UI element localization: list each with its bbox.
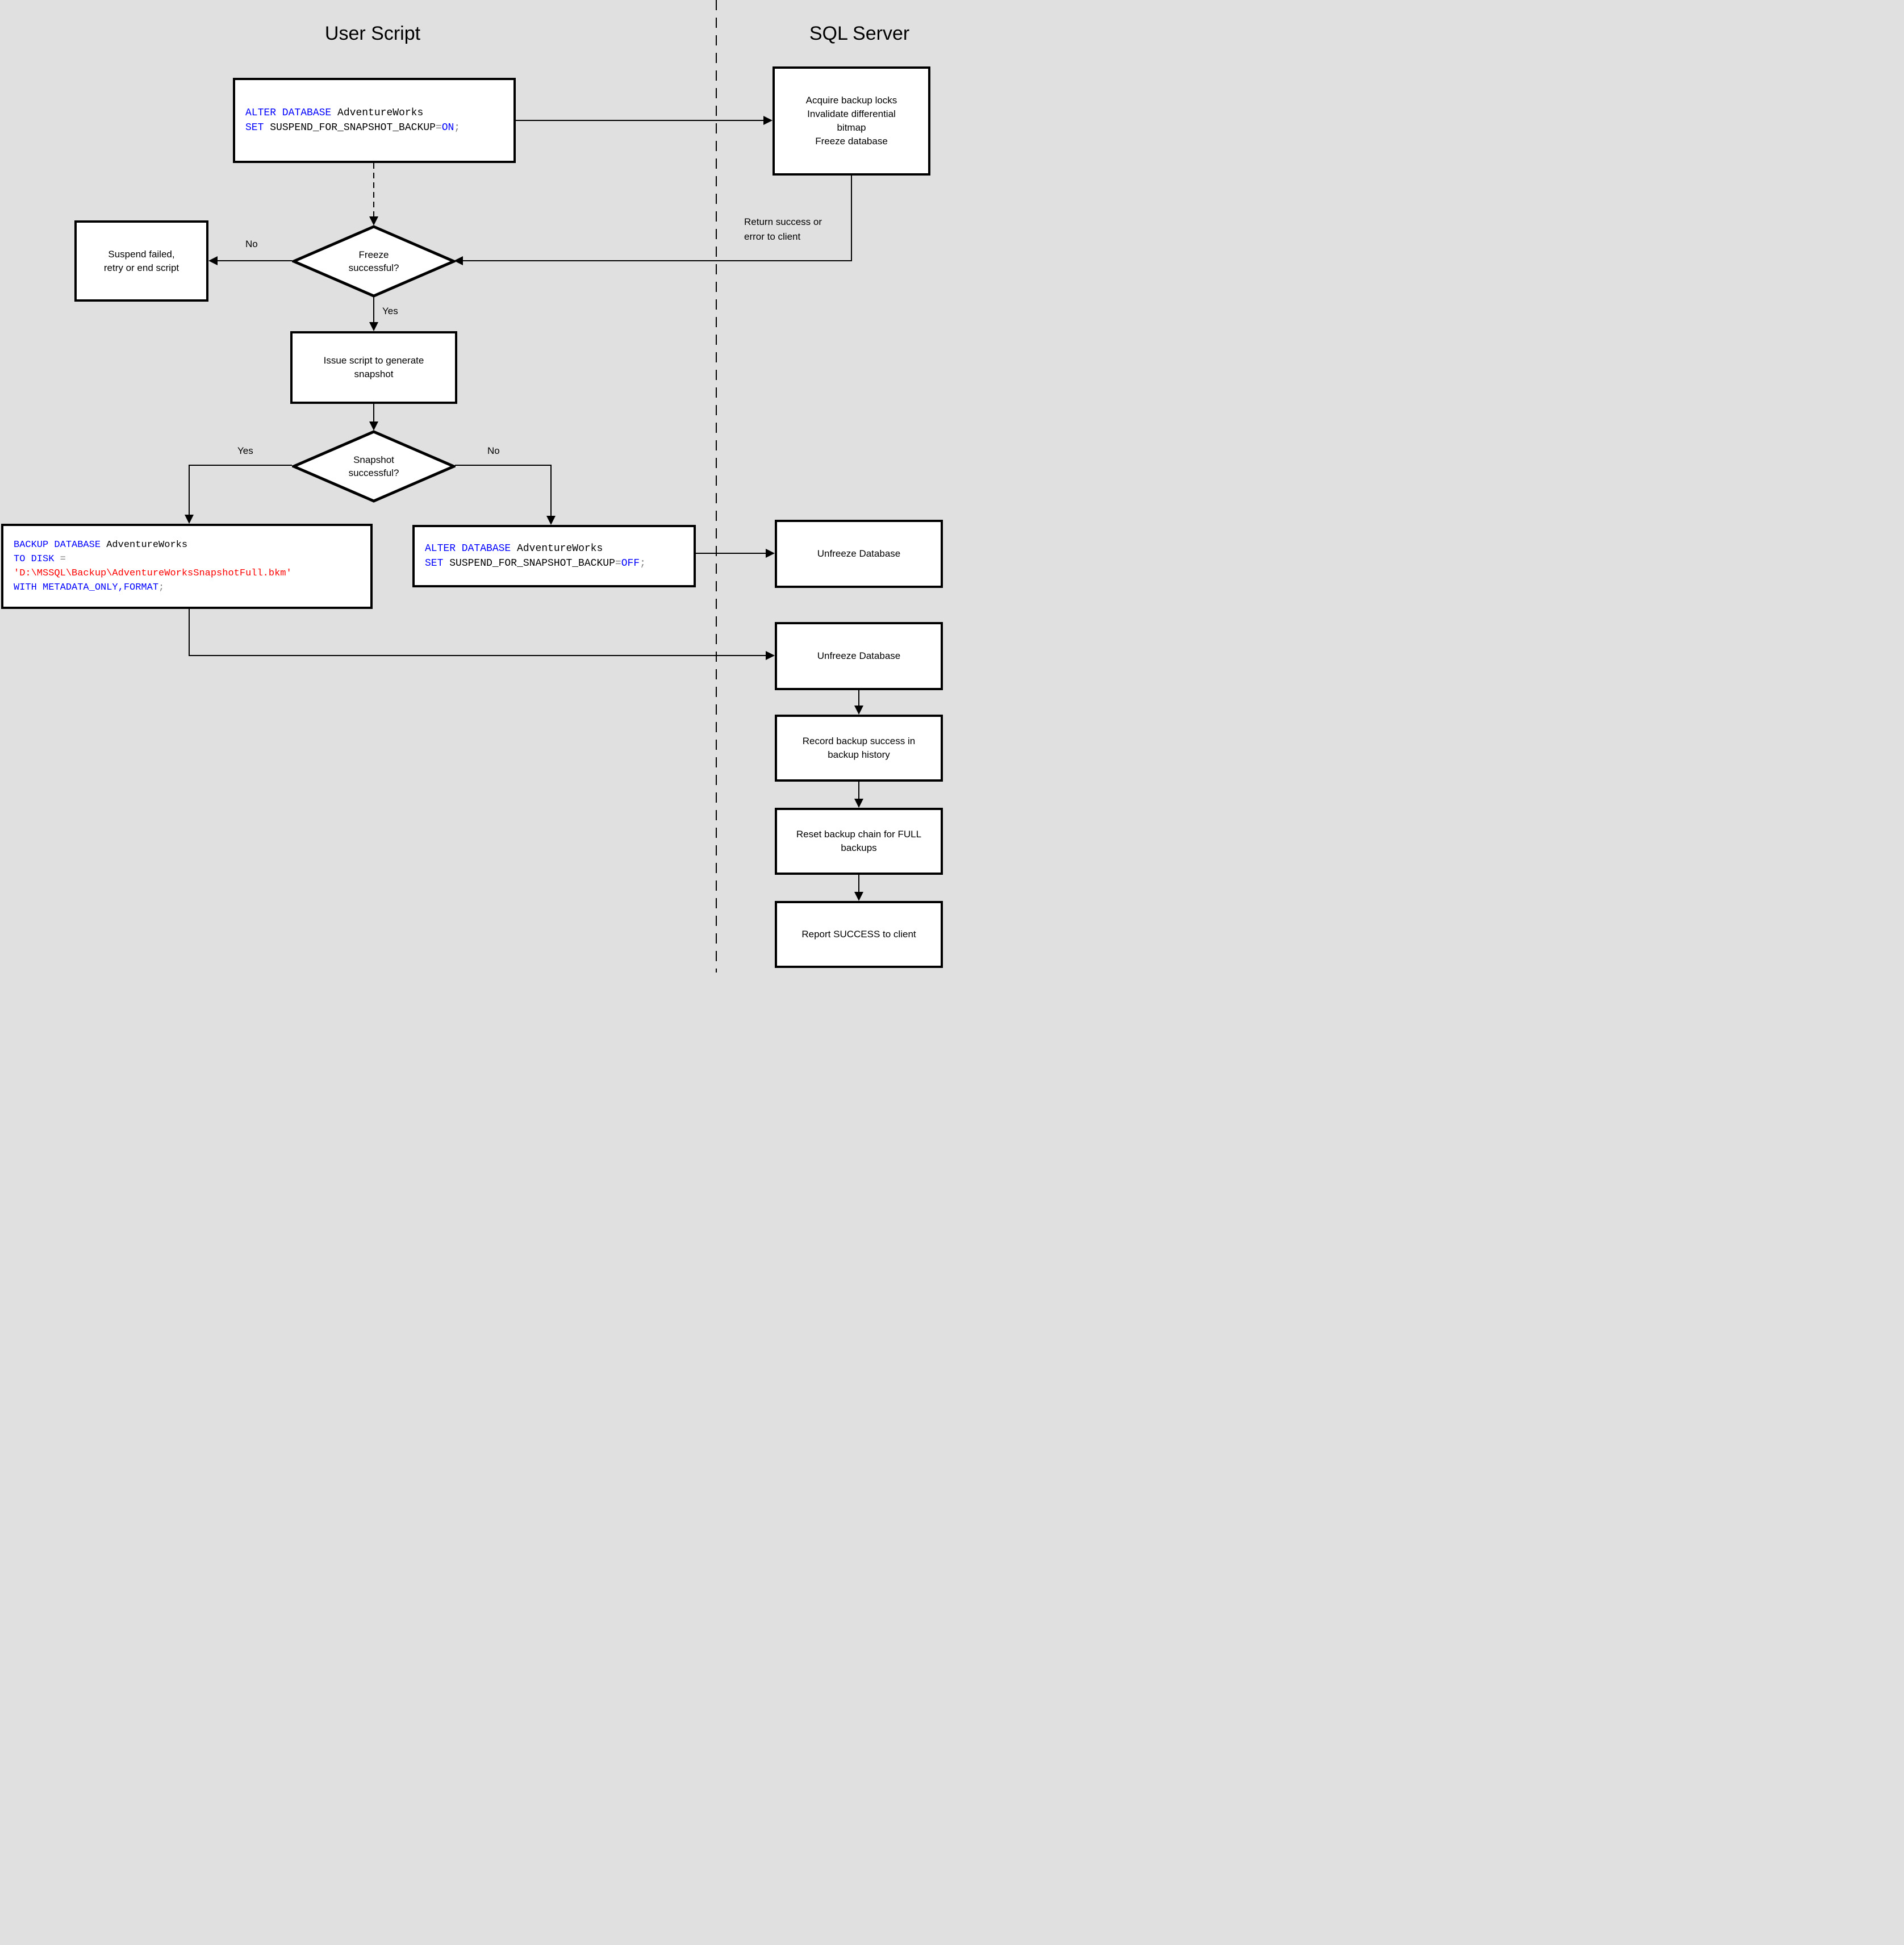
arrowhead-into-unfreeze2 [766,651,775,660]
connector-record-to-reset [858,782,859,799]
code-token-id [331,107,337,119]
code-token-kw: WITH METADATA_ONLY,FORMAT [14,582,159,593]
code-token-kw: ON [441,122,454,133]
edge-label-return-status: Return success or error to client [744,216,822,242]
code-token-op: = [615,558,621,569]
arrowhead-into-suspend-failed [208,256,218,265]
code-token-kw: SET [425,558,444,569]
code-line: WITH METADATA_ONLY,FORMAT; [14,581,370,595]
arrowhead-into-freeze-right [454,256,463,265]
arrowhead-into-freeze-top [369,216,378,226]
connector-acquire-down [851,176,852,261]
process-box-report-success: Report SUCCESS to client [775,901,943,968]
code-token-kw: SET [245,122,264,133]
process-box-unfreeze-database-1: Unfreeze Database [775,520,943,588]
connector-alter-on-to-acquire [516,120,763,121]
decision-diamond-freeze-successful: Freeze successful? [292,225,456,298]
code-token-id: AdventureWorks [337,107,424,119]
connector-snapshot-no-h [455,465,552,466]
connector-return-to-freeze [463,260,852,261]
connector-snapshot-yes-v [189,465,190,515]
arrowhead-into-record [854,706,863,715]
code-token-id [101,540,106,550]
code-line: SET SUSPEND_FOR_SNAPSHOT_BACKUP=ON; [245,120,513,135]
connector-snapshot-yes-h [189,465,292,466]
edge-label-snapshot-yes: Yes [237,445,253,456]
lane-separator [716,0,717,972]
code-token-id: SUSPEND_FOR_SNAPSHOT_BACKUP [449,558,615,569]
arrowhead-into-alter-off [546,516,556,525]
code-line: 'D:\MSSQL\Backup\AdventureWorksSnapshotF… [14,566,370,581]
arrowhead-into-acquire [763,116,773,125]
lane-title-sql-server: SQL Server [809,23,910,44]
arrowhead-into-backup-box [185,515,194,524]
arrowhead-into-report [854,892,863,901]
edge-label-snapshot-no: No [487,445,500,456]
diamond-shape [292,430,456,503]
arrowhead-into-snapshot-top [369,421,378,431]
code-token-id: AdventureWorks [106,540,188,550]
lane-title-user-script: User Script [324,23,421,44]
code-line: TO DISK = [14,552,370,566]
code-token-kw: ALTER DATABASE [245,107,332,119]
decision-diamond-snapshot-successful: Snapshot successful? [292,430,456,503]
connector-alter-on-to-freeze [373,163,374,216]
arrowhead-into-issue-script [369,322,378,331]
code-token-str: 'D:\MSSQL\Backup\AdventureWorksSnapshotF… [14,568,292,579]
connector-reset-to-report [858,875,859,892]
code-token-id [511,543,517,554]
process-box-suspend-failed: Suspend failed, retry or end script [74,220,208,302]
code-token-id: SUSPEND_FOR_SNAPSHOT_BACKUP [270,122,436,133]
code-token-kw: BACKUP DATABASE [14,540,101,550]
code-token-op: = [60,554,66,565]
edge-label-freeze-no: No [245,239,258,249]
code-token-id [443,558,449,569]
process-box-unfreeze-database-2: Unfreeze Database [775,622,943,690]
code-token-id [264,122,270,133]
code-line: BACKUP DATABASE AdventureWorks [14,538,370,552]
connector-freeze-yes [373,297,374,322]
code-token-op: ; [640,558,646,569]
code-token-op: ; [158,582,165,593]
process-box-record-history: Record backup success in backup history [775,715,943,782]
code-line: ALTER DATABASE AdventureWorks [425,541,694,556]
connector-backup-to-unfreeze2 [189,655,766,656]
process-box-reset-chain: Reset backup chain for FULL backups [775,808,943,875]
connector-freeze-no [218,260,292,261]
code-token-kw: ALTER DATABASE [425,543,511,554]
connector-issue-to-snapshot [373,404,374,421]
arrowhead-into-unfreeze1 [766,549,775,558]
decision-label: Freeze successful? [348,249,399,273]
code-line: ALTER DATABASE AdventureWorks [245,106,513,120]
code-token-op: = [435,122,442,133]
code-token-kw: TO DISK [14,554,55,565]
connector-backup-down [189,609,190,656]
connector-snapshot-no-v [550,465,552,516]
edge-label-freeze-yes: Yes [382,306,398,316]
connector-unfreeze2-to-record [858,690,859,706]
code-token-kw: OFF [621,558,640,569]
connector-alter-off-to-unfreeze1 [696,553,766,554]
process-box-issue-script: Issue script to generate snapshot [290,331,457,404]
diamond-shape [292,225,456,298]
code-token-id: AdventureWorks [517,543,603,554]
arrowhead-into-reset [854,799,863,808]
process-box-acquire-locks: Acquire backup locks Invalidate differen… [773,66,930,176]
code-token-id [54,554,60,565]
flowchart-canvas: User Script SQL Server ALTER DATABASE Ad… [0,0,952,972]
code-token-op: ; [454,122,461,133]
code-line: SET SUSPEND_FOR_SNAPSHOT_BACKUP=OFF; [425,556,694,571]
decision-label: Snapshot successful? [348,454,399,478]
